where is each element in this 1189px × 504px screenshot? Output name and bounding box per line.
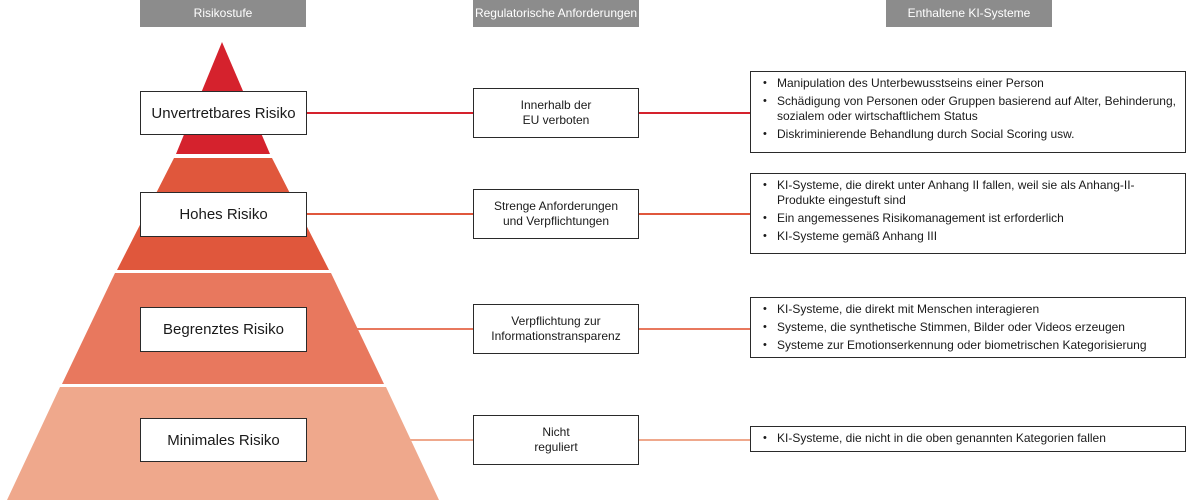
list-item: Ein angemessenes Risikomanagement ist er… xyxy=(761,211,1177,226)
list-item: KI-Systeme gemäß Anhang III xyxy=(761,229,1177,244)
list-item: Systeme, die synthetische Stimmen, Bilde… xyxy=(761,320,1177,335)
list-item: Diskriminierende Behandlung durch Social… xyxy=(761,127,1177,142)
list-item: KI-Systeme, die direkt mit Menschen inte… xyxy=(761,302,1177,317)
list-item: KI-Systeme, die direkt unter Anhang II f… xyxy=(761,178,1177,208)
requirement-minimal: Nicht reguliert xyxy=(473,415,639,465)
list-item: Systeme zur Emotionserkennung oder biome… xyxy=(761,338,1177,353)
header-risk-level: Risikostufe xyxy=(140,0,306,27)
requirement-limited: Verpflichtung zur Informationstransparen… xyxy=(473,304,639,354)
list-item: Schädigung von Personen oder Gruppen bas… xyxy=(761,94,1177,124)
risk-level-limited: Begrenztes Risiko xyxy=(140,307,307,352)
systems-list-limited: KI-Systeme, die direkt mit Menschen inte… xyxy=(750,297,1186,358)
requirement-unacceptable: Innerhalb der EU verboten xyxy=(473,88,639,138)
systems-list-minimal: KI-Systeme, die nicht in die oben genann… xyxy=(750,426,1186,452)
list-item: Manipulation des Unterbewusstseins einer… xyxy=(761,76,1177,91)
risk-level-high: Hohes Risiko xyxy=(140,192,307,237)
header-requirements: Regulatorische Anforderungen xyxy=(473,0,639,27)
risk-level-unacceptable: Unvertretbares Risiko xyxy=(140,91,307,135)
systems-list-high: KI-Systeme, die direkt unter Anhang II f… xyxy=(750,173,1186,254)
risk-level-minimal: Minimales Risiko xyxy=(140,418,307,462)
list-item: KI-Systeme, die nicht in die oben genann… xyxy=(761,431,1177,446)
requirement-high: Strenge Anforderungen und Verpflichtunge… xyxy=(473,189,639,239)
header-systems: Enthaltene KI-Systeme xyxy=(886,0,1052,27)
systems-list-unacceptable: Manipulation des Unterbewusstseins einer… xyxy=(750,71,1186,153)
